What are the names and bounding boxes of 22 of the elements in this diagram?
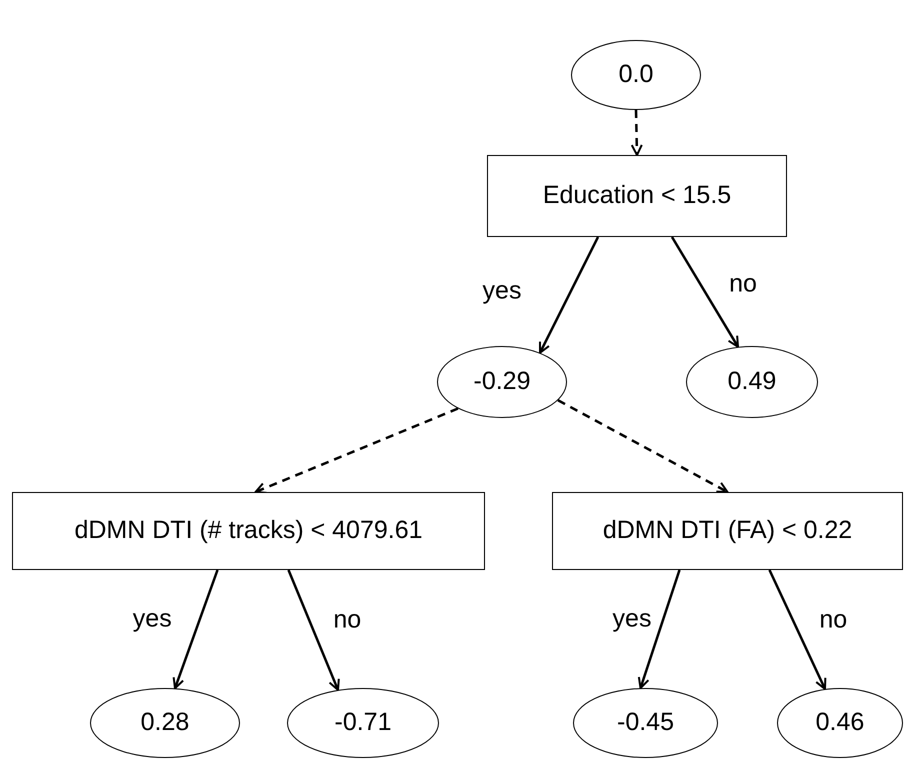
node-text: 0.46: [816, 707, 864, 738]
node-text: Education < 15.5: [542, 180, 732, 212]
arrow: [670, 236, 740, 348]
node-text: -0.29: [474, 366, 530, 398]
arrow: [557, 399, 728, 494]
node-text: -0.71: [334, 707, 392, 738]
arrow: [172, 570, 219, 690]
node-text: dDMN DTI (FA) < 0.22: [602, 515, 852, 546]
node-text: dDMN DTI (# tracks) < 4079.61: [74, 515, 423, 546]
node-text: 0.49: [728, 366, 776, 398]
arrow: [630, 110, 643, 156]
arrow: [768, 569, 826, 690]
decision-box: [552, 492, 903, 570]
node-text: -0.45: [617, 707, 674, 738]
node-text: 0.0: [618, 59, 654, 90]
arrow: [287, 570, 340, 691]
arrow: [254, 407, 458, 494]
arrow: [538, 236, 600, 354]
decision-box: [487, 155, 787, 237]
node-text: 0.28: [140, 707, 190, 738]
arrow: [638, 570, 681, 690]
decision-box: [12, 492, 485, 570]
